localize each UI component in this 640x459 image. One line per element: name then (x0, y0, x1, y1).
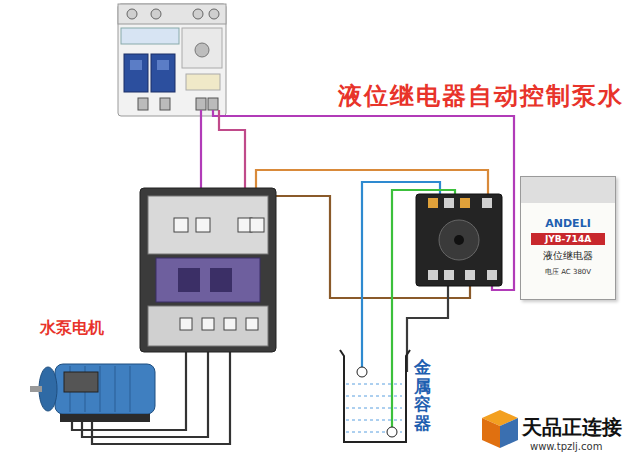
module-text: 液位继电器 (521, 249, 615, 263)
circuit-breaker (118, 4, 226, 116)
watermark-url: www.tpzlj.com (530, 441, 602, 452)
contactor (140, 188, 276, 352)
module-text: JYB-714A (531, 233, 605, 245)
relay-module: ANDELI JYB-714A 液位继电器电压 AC 380V (520, 176, 616, 300)
motor-label: 水泵电机 (40, 318, 104, 339)
module-text: 电压 AC 380V (521, 267, 615, 277)
title: 液位继电器自动控制泵水 (338, 80, 624, 112)
module-text: ANDELI (521, 217, 615, 230)
watermark-logo (482, 410, 518, 448)
relay-socket (416, 194, 502, 286)
container-label: 金属容器 (414, 358, 431, 433)
metal-container (340, 350, 410, 442)
pump-motor (30, 364, 155, 422)
watermark-text: 天品正连接 (522, 414, 622, 441)
